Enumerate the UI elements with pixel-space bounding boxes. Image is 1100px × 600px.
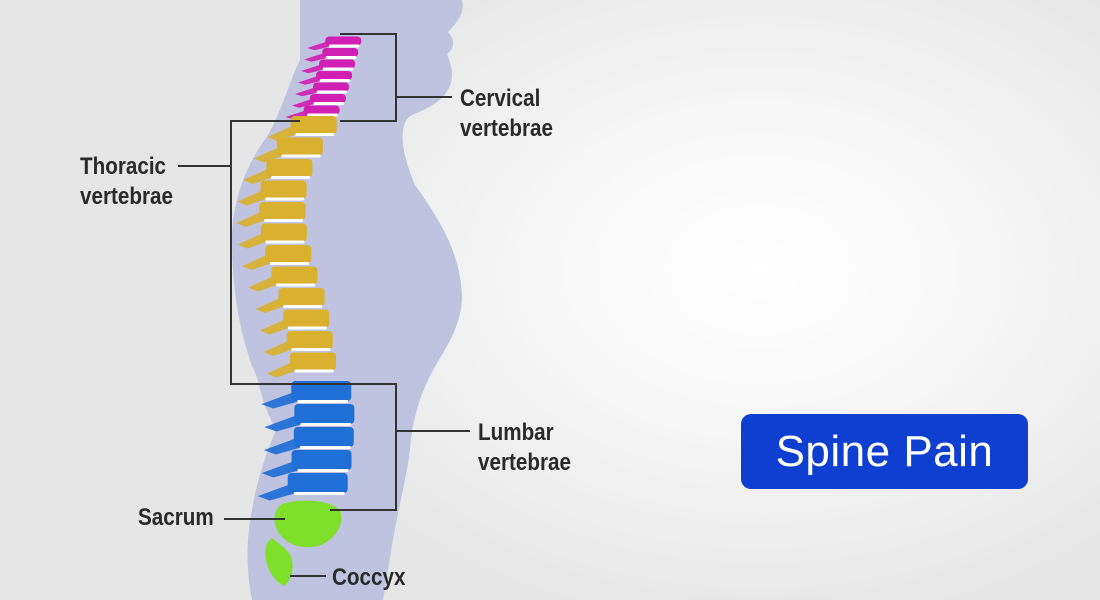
lumbar-vertebra-1-body [291, 381, 352, 401]
cervical-vertebra-5-body [313, 82, 349, 92]
label-sacrum-text: Sacrum [138, 504, 214, 531]
thoracic-vertebra-9-disc [283, 305, 323, 308]
cervical-vertebra-5-disc [316, 90, 348, 94]
cervical-vertebra-3-disc [322, 67, 354, 71]
cervical-vertebra-6-body [309, 94, 346, 103]
label-lumbar-line1: Lumbar [478, 419, 554, 446]
thoracic-vertebra-5-body [259, 202, 306, 220]
spine-pain-badge: Spine Pain [741, 414, 1028, 489]
thoracic-vertebra-8-disc [276, 283, 316, 287]
thoracic-vertebra-3-disc [271, 176, 311, 179]
label-coccyx-text: Coccyx [332, 564, 406, 591]
lumbar-vertebra-5-disc [293, 492, 345, 495]
thoracic-vertebra-7-body [265, 245, 312, 263]
thoracic-vertebra-11-disc [291, 348, 331, 351]
thoracic-vertebra-6-body [260, 223, 307, 242]
cervical-vertebra-3-body [319, 59, 356, 69]
thoracic-vertebra-8-body [271, 266, 318, 285]
cervical-vertebra-1-body [325, 36, 362, 46]
thoracic-vertebra-2-body [276, 137, 323, 156]
thoracic-vertebra-7-disc [269, 262, 309, 265]
cervical-bracket [340, 33, 397, 122]
cervical-vertebra-2-disc [325, 56, 357, 59]
cervical-vertebra-4-body [316, 71, 353, 80]
thoracic-vertebra-1-body [290, 116, 337, 134]
thoracic-vertebra-3-body [266, 159, 313, 177]
lumbar-vertebra-4-disc [297, 469, 349, 472]
thoracic-vertebra-5-disc [264, 219, 304, 222]
lumbar-vertebra-3-body [293, 427, 354, 447]
cervical-vertebra-2-body [322, 48, 359, 57]
thoracic-vertebra-12-body [289, 352, 336, 371]
label-cervical-line2: vertebrae [460, 115, 553, 142]
thoracic-vertebra-1-disc [295, 133, 335, 136]
sacrum-shape [274, 500, 342, 548]
thoracic-vertebra-10-body [283, 309, 330, 328]
thoracic-vertebra-2-disc [281, 154, 321, 158]
leader-lines [178, 33, 470, 577]
lumbar-vertebra-2-body [294, 404, 355, 424]
thoracic-vertebra-9-body [278, 288, 325, 306]
coccyx-shape [265, 538, 293, 586]
cervical-vertebra-7-body [303, 105, 340, 115]
label-coccyx: Coccyx [332, 563, 405, 593]
thoracic-bracket [230, 120, 300, 385]
thoracic-vertebra-11-body [286, 331, 333, 349]
label-cervical-line1: Cervical [460, 85, 541, 112]
lumbar-vertebra-1-disc [297, 400, 349, 403]
lumbar-vertebra-4-body [291, 450, 352, 470]
lumbar-bracket [300, 383, 397, 511]
label-sacrum: Sacrum [138, 503, 214, 533]
thoracic-vertebra-6-disc [265, 240, 305, 244]
cervical-vertebra-1-disc [328, 44, 360, 48]
cervical-vertebra-6-disc [313, 102, 345, 105]
spine-column [236, 36, 362, 586]
label-lumbar-line2: vertebrae [478, 449, 571, 476]
cervical-vertebra-7-disc [307, 113, 338, 117]
lumbar-vertebra-5-body [287, 473, 348, 493]
label-cervical-vertebrae: Cervical vertebrae [460, 84, 553, 144]
cervical-vertebra-4-disc [319, 79, 351, 82]
label-thoracic-line2: vertebrae [80, 183, 173, 210]
thoracic-vertebra-10-disc [287, 326, 327, 330]
thoracic-vertebra-12-disc [294, 369, 334, 373]
thoracic-vertebra-4-disc [265, 197, 305, 201]
label-thoracic-vertebrae: Thoracic vertebrae [80, 152, 173, 212]
label-thoracic-line1: Thoracic [80, 153, 167, 180]
label-lumbar-vertebrae: Lumbar vertebrae [478, 418, 571, 478]
lumbar-vertebra-3-disc [299, 446, 351, 449]
thoracic-vertebra-4-body [260, 180, 307, 199]
badge-text: Spine Pain [775, 426, 994, 476]
lumbar-vertebra-2-disc [300, 423, 352, 426]
